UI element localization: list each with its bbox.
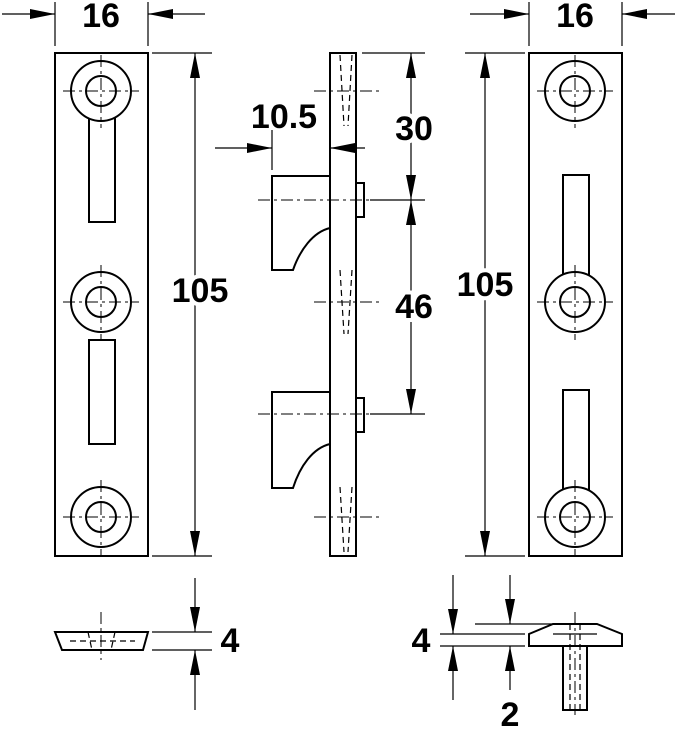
upper-hook bbox=[258, 175, 380, 271]
hook-projection-label: 10.5 bbox=[251, 98, 317, 136]
top-to-hook-label: 30 bbox=[395, 110, 433, 148]
hook-spacing-label: 46 bbox=[395, 288, 433, 326]
left-plate-screw-hole-top bbox=[63, 55, 139, 128]
left-width-label: 16 bbox=[82, 0, 120, 35]
left-plate-side-view bbox=[53, 612, 150, 660]
left-plate-screw-hole-bottom bbox=[63, 480, 139, 555]
left-plate-slot-middle bbox=[88, 339, 116, 445]
right-plate-side-view bbox=[528, 612, 623, 715]
hook-position-dimensions: 30 46 bbox=[362, 52, 437, 415]
left-plate-slot-top bbox=[88, 117, 116, 223]
right-plate-slot-lower bbox=[562, 389, 590, 495]
right-plate-screw-hole-top bbox=[537, 55, 613, 128]
side-view-plate bbox=[329, 52, 357, 557]
left-width-dimension: 16 bbox=[2, 0, 205, 46]
left-length-label: 105 bbox=[172, 272, 229, 310]
left-length-dimension: 105 bbox=[152, 52, 232, 557]
hook-projection-dimension: 10.5 bbox=[215, 98, 365, 170]
right-thickness-dimension: 4 bbox=[412, 575, 525, 700]
right-length-label: 105 bbox=[457, 266, 514, 304]
right-thickness-label: 4 bbox=[412, 622, 431, 660]
lower-hook bbox=[258, 391, 380, 489]
right-length-dimension: 105 bbox=[453, 52, 525, 557]
right-plate-screw-hole-bottom bbox=[537, 480, 613, 555]
recess-depth-dimension: 2 bbox=[475, 575, 553, 730]
right-width-dimension: 16 bbox=[470, 0, 675, 46]
left-thickness-label: 4 bbox=[221, 622, 240, 660]
left-plate-screw-hole-middle bbox=[63, 265, 139, 340]
left-thickness-dimension: 4 bbox=[152, 578, 240, 710]
right-plate-screw-hole-middle bbox=[537, 265, 613, 340]
right-plate-front-view bbox=[528, 52, 623, 557]
recess-depth-label: 2 bbox=[501, 696, 520, 730]
left-plate-front-view bbox=[54, 52, 149, 557]
right-width-label: 16 bbox=[556, 0, 594, 35]
middle-side-view bbox=[258, 52, 380, 557]
right-plate-slot-upper bbox=[562, 174, 590, 280]
